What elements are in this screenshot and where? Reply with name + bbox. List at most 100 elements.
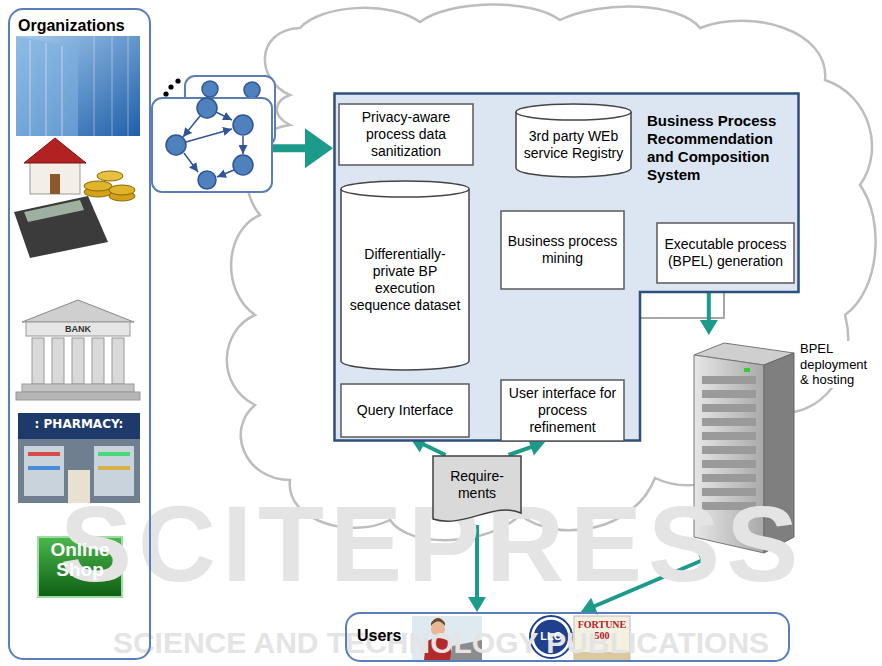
graphic-part bbox=[16, 392, 140, 400]
outline-part bbox=[346, 613, 789, 661]
outline-part bbox=[433, 456, 521, 521]
graphic-part bbox=[574, 652, 630, 661]
node-text: Users bbox=[357, 626, 413, 645]
watermark: SCITEPRESS bbox=[60, 482, 804, 606]
datastore-cylinder: Differentially-private BP execution sequ… bbox=[340, 180, 470, 370]
sign-text: : PHARMACY: bbox=[20, 418, 138, 432]
house-coins-icon bbox=[14, 138, 135, 258]
sign-text: BANK bbox=[58, 324, 98, 334]
node-text: Query Interface bbox=[357, 402, 454, 419]
text-holder: Differentially-private BP execution sequ… bbox=[346, 204, 464, 356]
graphic-part bbox=[32, 338, 44, 384]
datastore-cylinder: 3rd party WEb service Registry bbox=[515, 103, 632, 177]
graphic-part bbox=[244, 82, 260, 98]
graphic-part bbox=[202, 81, 218, 97]
node-text: Differentially-private BP execution sequ… bbox=[346, 246, 464, 313]
graphic-part bbox=[186, 129, 232, 142]
users-panel: Users bbox=[345, 612, 790, 662]
graphic-part bbox=[38, 537, 122, 597]
text-holder: Organizations bbox=[18, 16, 143, 35]
graphic-part bbox=[94, 36, 95, 136]
text-holder: Require- ments bbox=[440, 461, 514, 509]
outline-part bbox=[335, 94, 799, 441]
graphic-part bbox=[702, 488, 756, 496]
connector-line bbox=[593, 560, 703, 607]
graphic-part bbox=[72, 338, 84, 384]
graphic-part bbox=[431, 622, 445, 636]
graphic-part bbox=[112, 338, 124, 384]
graphic-part bbox=[183, 116, 200, 137]
users-panel-outline bbox=[345, 612, 790, 662]
text-holder: Executable process (BPEL) generation bbox=[662, 227, 789, 279]
graphic-part bbox=[744, 368, 750, 372]
server-icon bbox=[694, 343, 794, 553]
process-box: Privacy-aware process data sanitization bbox=[338, 103, 474, 166]
graphic-part bbox=[98, 466, 130, 470]
graphic-part bbox=[28, 466, 60, 470]
arrow-head bbox=[305, 128, 333, 168]
graphic-part bbox=[97, 171, 123, 181]
graphic-part bbox=[128, 36, 129, 136]
graphic-part bbox=[152, 98, 272, 192]
pharmacy-icon bbox=[18, 413, 140, 503]
graphic-part bbox=[50, 174, 60, 194]
fortune-magazine bbox=[574, 616, 630, 661]
graphic-part bbox=[163, 91, 168, 96]
text-holder: 3rd party WEb service Registry bbox=[521, 127, 626, 163]
graphic-part bbox=[28, 452, 60, 456]
graphic-part bbox=[197, 98, 217, 118]
connector-line bbox=[509, 446, 533, 455]
node-text: Business Process Recommendation and Comp… bbox=[647, 112, 795, 184]
graphic-part bbox=[702, 502, 756, 510]
outline-part bbox=[516, 112, 631, 177]
graphic-part bbox=[52, 338, 64, 384]
graphic-part bbox=[175, 78, 180, 83]
interface-box: Query Interface bbox=[340, 383, 470, 438]
graphic-part bbox=[233, 155, 253, 175]
text-holder: Users bbox=[357, 626, 413, 645]
graphic-part bbox=[22, 300, 134, 322]
system-region: Business Process Recommendation and Comp… bbox=[333, 92, 800, 442]
graphic-part bbox=[533, 619, 569, 655]
graphic-part bbox=[184, 153, 198, 172]
graphic-part bbox=[46, 43, 47, 136]
logo-text: FORTUNE 500 bbox=[574, 619, 630, 641]
node-text: Privacy-aware process data sanitization bbox=[344, 109, 468, 159]
connector bbox=[581, 553, 715, 615]
graphic-part bbox=[216, 112, 232, 120]
node-text: Business process mining bbox=[506, 233, 619, 267]
outline-part bbox=[657, 223, 794, 283]
graphic-part bbox=[702, 446, 756, 454]
outline-part bbox=[341, 384, 469, 437]
graphic-part bbox=[702, 460, 756, 468]
connector-line bbox=[475, 525, 479, 599]
graphic-part bbox=[24, 138, 86, 163]
server-node: BPEL deployment & hosting bbox=[690, 335, 880, 555]
node-text: BPEL deployment & hosting bbox=[800, 341, 876, 388]
node-text: 3rd party WEb service Registry bbox=[521, 128, 626, 162]
graphic-part bbox=[530, 616, 572, 658]
sign-text: Online Shop bbox=[38, 540, 122, 580]
graphic-part bbox=[431, 618, 445, 626]
online-shop-icon bbox=[38, 537, 122, 597]
process-model-icon bbox=[152, 76, 275, 192]
graphic-part bbox=[702, 404, 756, 412]
arrow-head bbox=[581, 598, 598, 615]
graphic-part bbox=[30, 40, 31, 136]
graphic-part bbox=[109, 185, 135, 195]
graphic-part bbox=[98, 452, 130, 456]
text-holder: Query Interface bbox=[346, 388, 464, 433]
arrow-head bbox=[697, 553, 714, 570]
logo-text: LLC bbox=[533, 630, 569, 643]
outline-part bbox=[501, 211, 624, 289]
graphic-part bbox=[450, 640, 482, 660]
graphic-part bbox=[24, 446, 64, 496]
graphic-part bbox=[9, 9, 150, 659]
connector bbox=[468, 525, 486, 612]
graphic-part bbox=[198, 171, 216, 189]
graphic-part bbox=[764, 353, 794, 553]
process-box: Business process mining bbox=[500, 210, 625, 290]
node-text: User interface for process refinement bbox=[506, 385, 619, 435]
graphic-part bbox=[346, 613, 789, 661]
graphic-part bbox=[18, 413, 140, 503]
